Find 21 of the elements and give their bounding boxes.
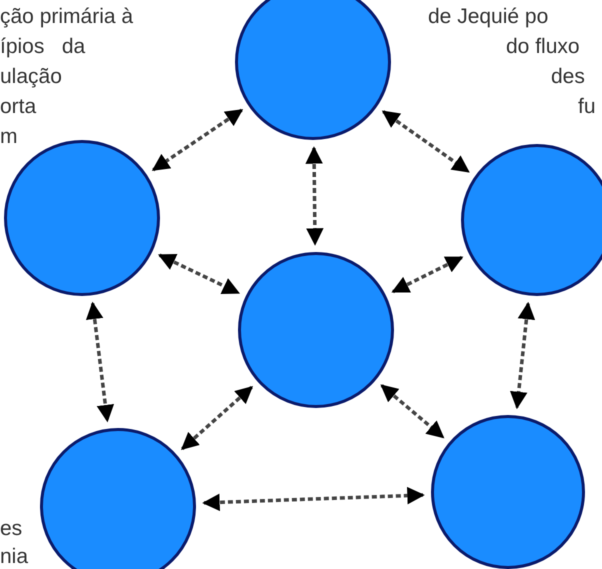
text-fragment: es <box>0 516 22 542</box>
double-arrow <box>202 486 425 512</box>
text-fragment: nia <box>0 544 28 569</box>
double-arrow <box>180 386 254 450</box>
double-arrow <box>391 256 464 294</box>
double-arrow <box>382 110 470 174</box>
double-arrow <box>152 108 244 172</box>
text-fragment: m <box>0 124 18 150</box>
text-fragment: des <box>551 64 585 90</box>
text-fragment: orta <box>0 94 36 120</box>
text-fragment: fu <box>578 94 596 120</box>
double-arrow <box>86 302 114 422</box>
double-arrow <box>158 254 240 294</box>
double-arrow <box>380 384 444 439</box>
text-fragment: ção primária à <box>0 4 134 30</box>
text-fragment: ípios da <box>0 34 86 60</box>
text-fragment: ulação <box>0 64 62 90</box>
double-arrow <box>510 302 536 410</box>
double-arrow <box>305 146 324 246</box>
text-fragment: de Jequié po <box>428 4 548 30</box>
text-fragment: do fluxo <box>506 34 580 60</box>
